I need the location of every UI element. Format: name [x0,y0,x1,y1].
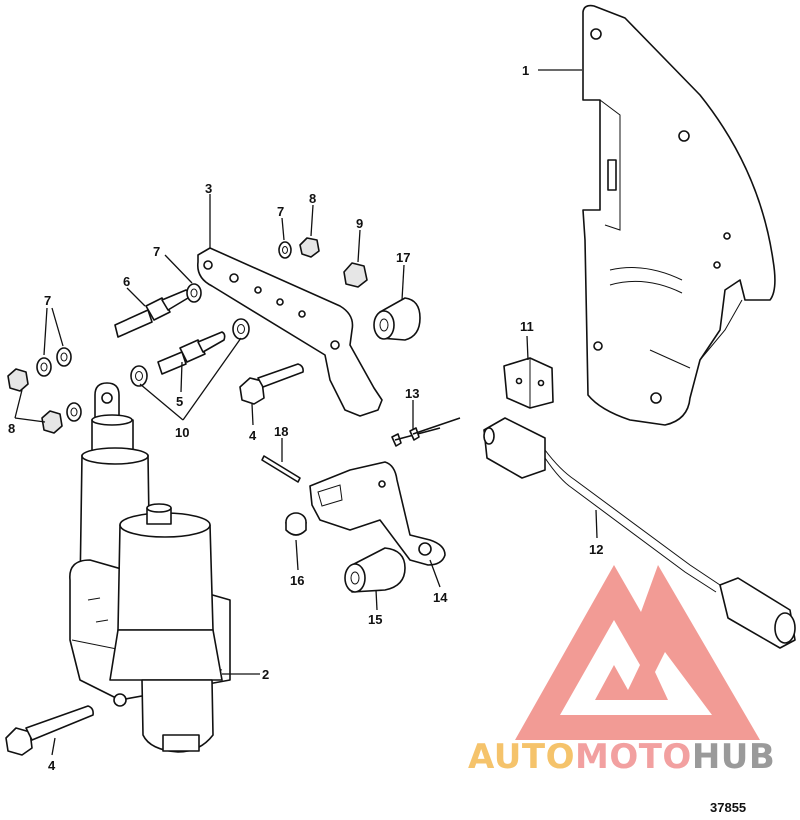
spacer-17 [373,297,421,341]
callout-16: 16 [290,573,304,588]
watermark-hub: HUB [692,737,775,777]
stud [114,289,190,338]
leader-lines [14,69,598,756]
callout-15: 15 [368,612,382,627]
watermark-text: AUTOMOTOHUB [468,737,775,777]
washers [36,241,292,422]
bolt-lower [5,705,94,756]
callout-9: 9 [356,216,363,231]
watermark-auto: AUTO [468,737,575,777]
callout-13: 13 [405,386,419,401]
plug [285,512,307,536]
callout-4-lower: 4 [48,758,56,773]
pin [261,455,301,483]
callout-7-c: 7 [44,293,51,308]
figure-number: 37855 [710,800,746,815]
callout-6: 6 [123,274,130,289]
switch-bracket [503,357,554,409]
callout-8-a: 8 [309,191,316,206]
switch-harness [483,417,796,649]
bolt-upper [239,363,304,405]
nuts [7,237,368,434]
callout-7-b: 7 [153,244,160,259]
callout-18: 18 [274,424,288,439]
callout-2: 2 [262,667,269,682]
bracket [196,247,383,417]
watermark-moto: MOTO [575,737,692,777]
callouts: 1 2 3 4 4 5 6 7 7 7 8 8 9 10 11 12 13 14… [8,63,603,773]
callout-14: 14 [433,590,448,605]
stud-5 [157,331,226,375]
lever [309,461,446,566]
watermark-logo [515,565,760,740]
callout-8-b: 8 [8,421,15,436]
bushing [344,547,406,593]
callout-5: 5 [176,394,183,409]
callout-1: 1 [522,63,529,78]
screws [391,417,461,447]
callout-3: 3 [205,181,212,196]
callout-11: 11 [520,319,534,334]
callout-17: 17 [396,250,410,265]
callout-12: 12 [589,542,603,557]
mounting-plate [582,4,776,426]
callout-7-a: 7 [277,204,284,219]
callout-4-upper: 4 [249,428,257,443]
callout-10: 10 [175,425,189,440]
svg-text:AUTOMOTOHUB: AUTOMOTOHUB [468,737,775,777]
actuator [69,382,231,753]
